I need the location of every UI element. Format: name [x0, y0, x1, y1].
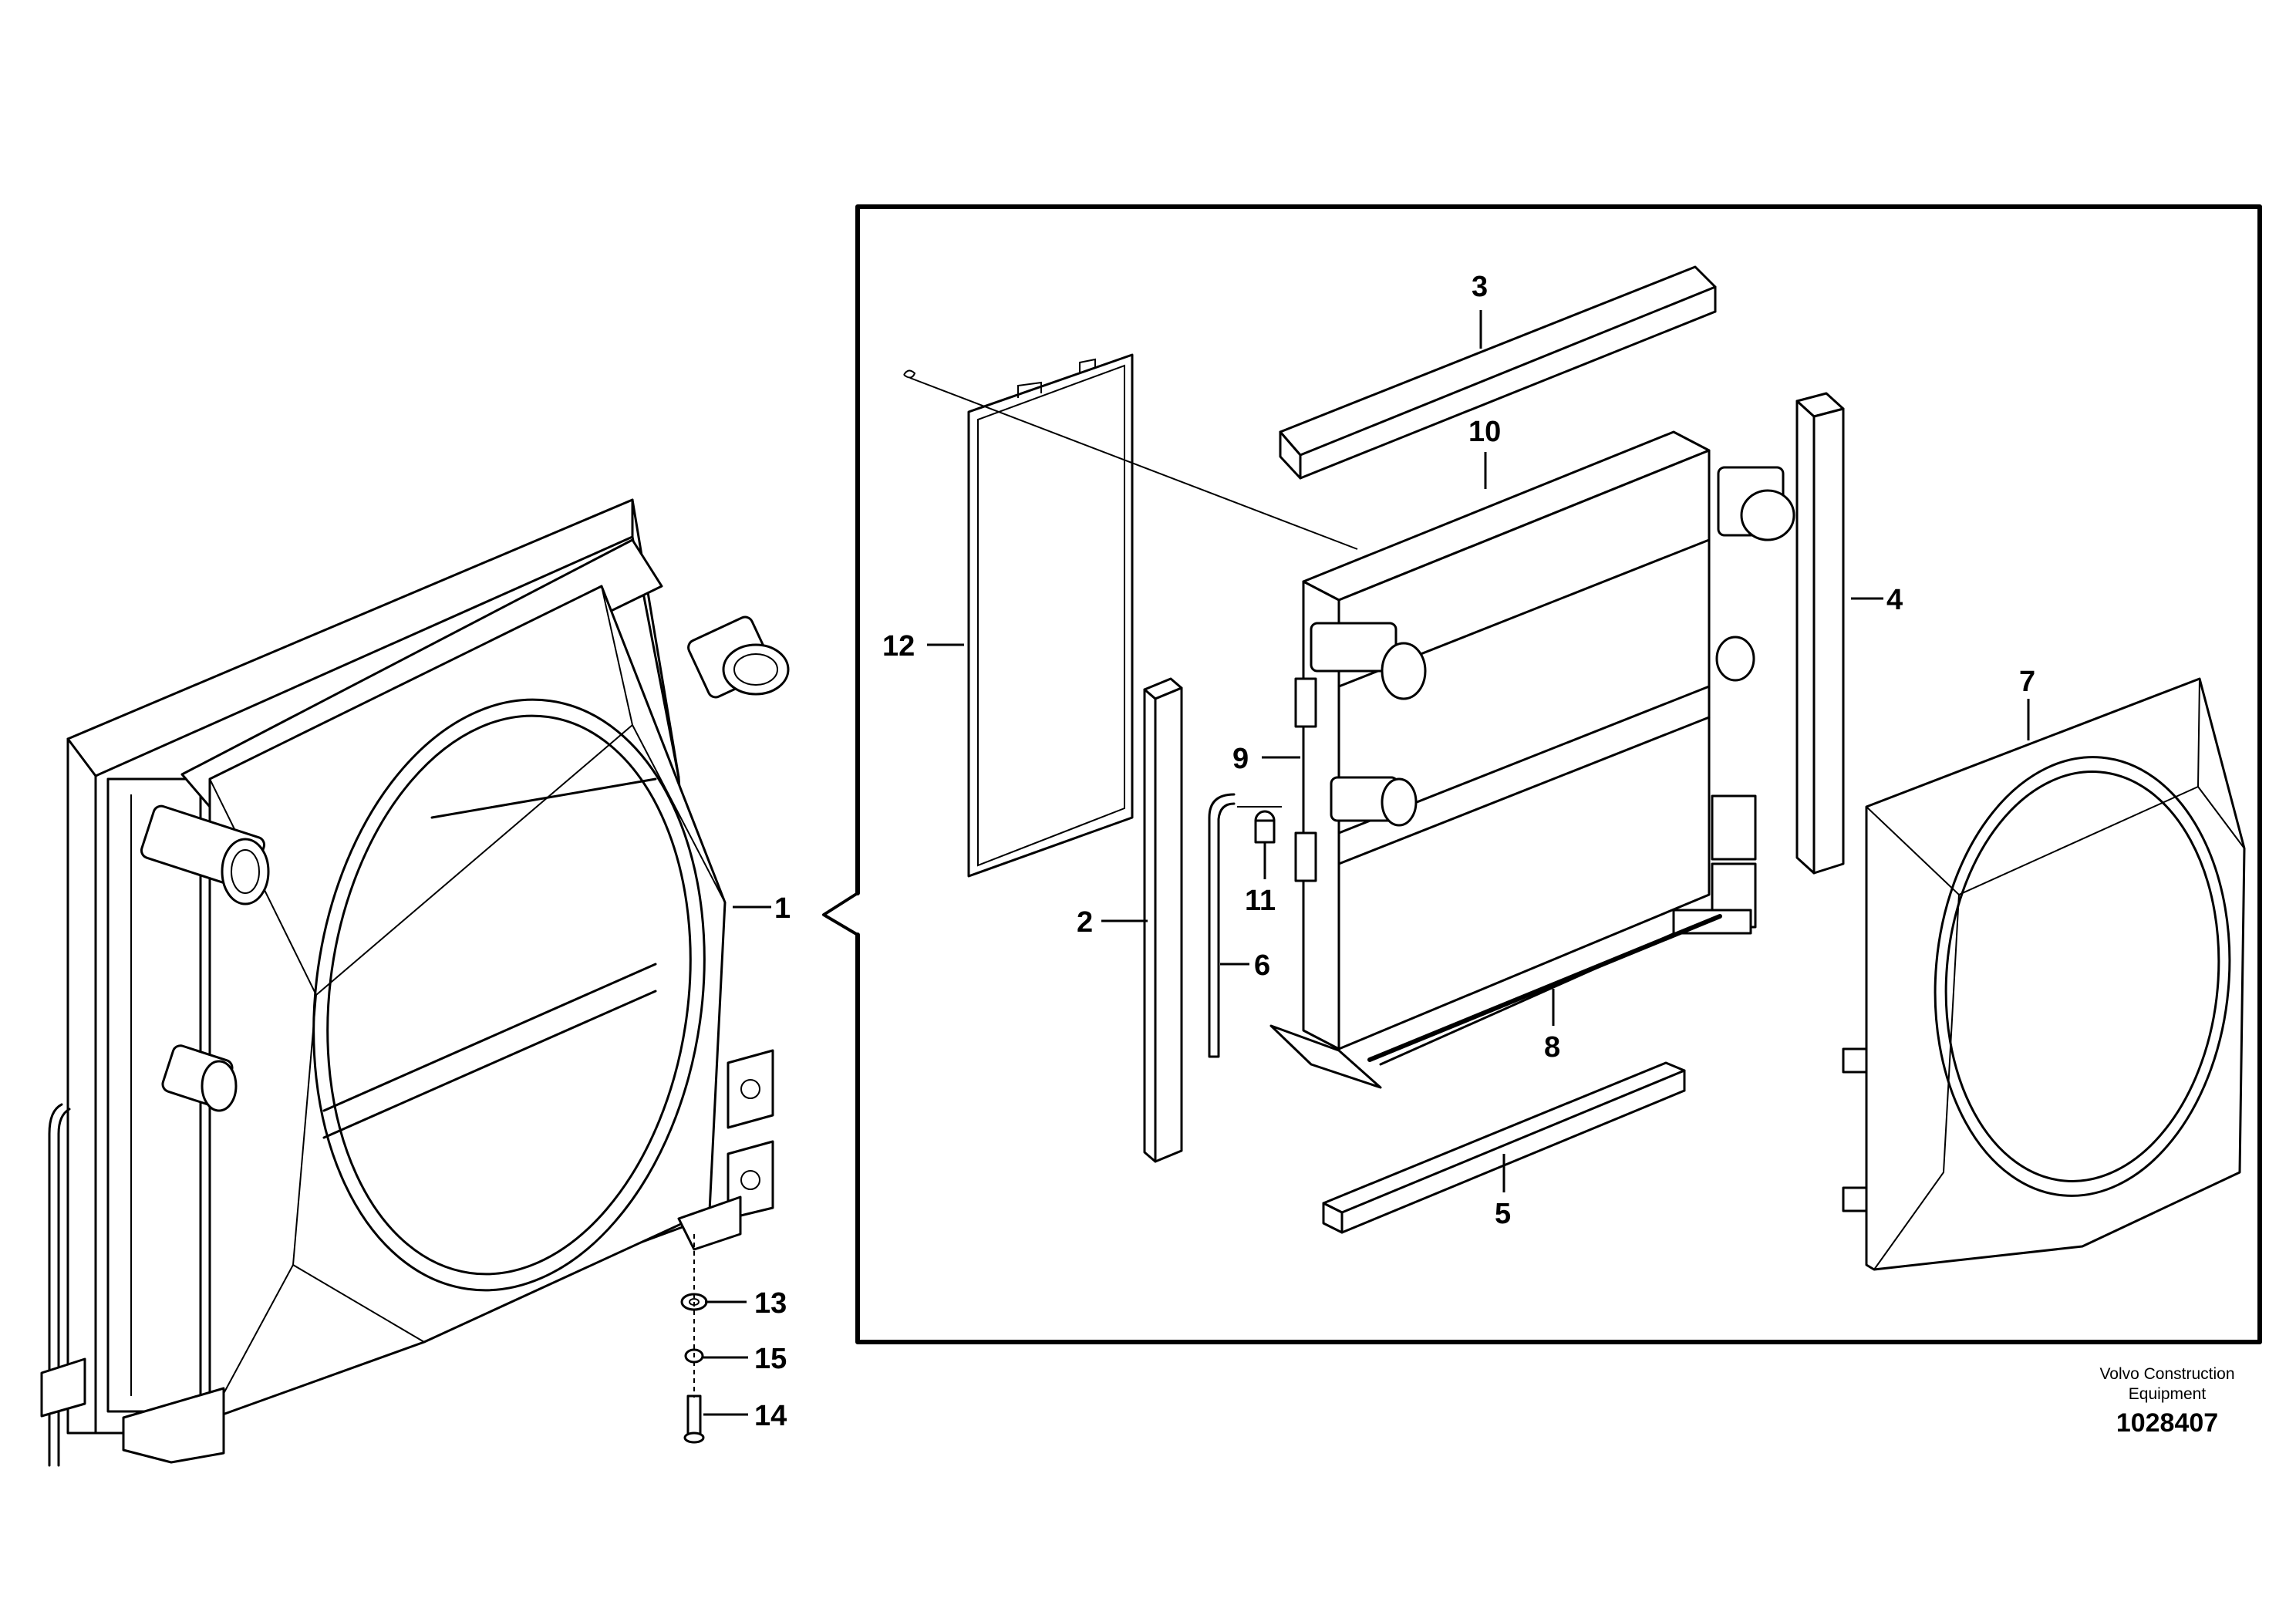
right-strip-4 [1795, 392, 1845, 875]
credit-line-2: Equipment [2128, 1385, 2207, 1403]
right-brackets [677, 1049, 774, 1251]
callout-11: 11 [1245, 885, 1276, 917]
callout-1: 1 [774, 892, 791, 925]
valve-11 [1237, 806, 1282, 844]
callouts: 1 2 3 4 5 6 7 8 9 10 11 12 13 14 15 [754, 271, 2035, 1432]
radiator-assembly [40, 498, 790, 1467]
bolt-14 [683, 1394, 705, 1444]
upper-pipe [140, 804, 270, 905]
credit-line-1: Volvo Construction [2099, 1365, 2235, 1383]
top-strip-3 [1279, 265, 1717, 480]
callout-14: 14 [754, 1400, 787, 1432]
callout-9: 9 [1232, 743, 1249, 775]
leader-lines [703, 310, 2030, 1416]
top-right-pipe [687, 615, 790, 699]
callout-3: 3 [1472, 271, 1488, 303]
left-strip-2 [1143, 677, 1183, 1163]
callout-15: 15 [754, 1343, 787, 1375]
callout-12: 12 [882, 630, 915, 663]
fan-shroud-7 [1842, 677, 2246, 1271]
callout-6: 6 [1254, 949, 1270, 982]
radiator-core-10 [1269, 430, 1795, 1089]
callout-10: 10 [1468, 416, 1501, 448]
bottom-strip-5 [1322, 1061, 1686, 1234]
callout-8: 8 [1544, 1031, 1560, 1064]
callout-4: 4 [1886, 584, 1903, 616]
exploded-view-frame [822, 204, 2262, 1344]
callout-13: 13 [754, 1287, 787, 1320]
callout-5: 5 [1495, 1198, 1511, 1230]
lower-pipe [161, 1044, 238, 1112]
seal-frame-12 [903, 353, 1358, 878]
callout-2: 2 [1077, 906, 1093, 939]
callout-7: 7 [2019, 666, 2035, 698]
tube-6 [1208, 793, 1236, 1058]
document-number: 1028407 [2116, 1408, 2219, 1438]
